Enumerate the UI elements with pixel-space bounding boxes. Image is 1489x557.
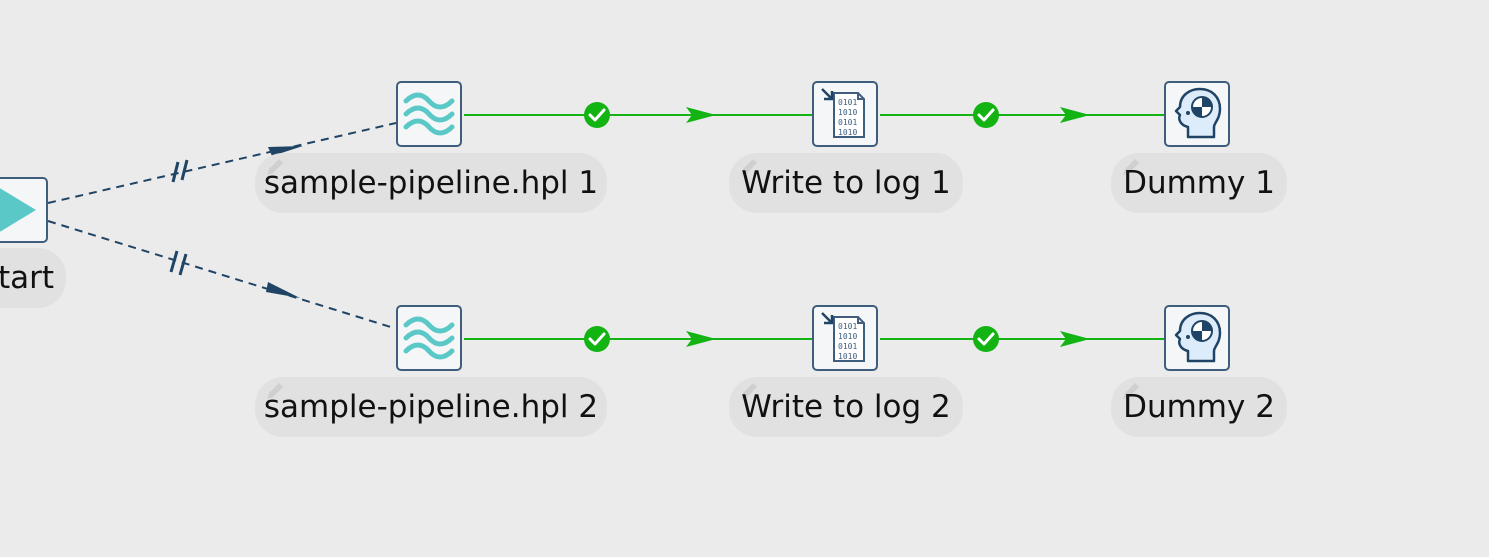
dummy-head-icon (1174, 87, 1222, 139)
action-pipeline-1[interactable] (396, 81, 462, 147)
success-check-icon (973, 102, 999, 128)
action-name: Write to log 2 (741, 389, 951, 425)
action-write-to-log-1[interactable]: 0101 1010 0101 1010 (812, 81, 878, 147)
pipeline-waves-icon (403, 92, 455, 136)
action-label-start[interactable]: tart (0, 248, 66, 308)
action-dummy-1[interactable] (1164, 81, 1230, 147)
hop-arrowhead-icon (266, 282, 300, 298)
hop-arrowhead-icon (1060, 331, 1090, 347)
action-label-write-to-log-2[interactable]: Write to log 2 (729, 377, 963, 437)
hop-arrowhead-icon (686, 331, 716, 347)
edit-pencil-icon (741, 159, 757, 175)
action-start[interactable] (0, 177, 48, 243)
action-label-dummy-1[interactable]: Dummy 1 (1111, 153, 1287, 213)
success-check-icon (584, 326, 610, 352)
edit-pencil-icon (1123, 383, 1139, 399)
svg-text:1010: 1010 (838, 352, 857, 361)
action-label-pipeline-1[interactable]: sample-pipeline.hpl 1 (255, 153, 607, 213)
svg-text:0101: 0101 (838, 322, 857, 331)
dummy-head-icon (1174, 311, 1222, 363)
action-name: Dummy 1 (1123, 165, 1275, 201)
edit-pencil-icon (741, 383, 757, 399)
success-check-icon (584, 102, 610, 128)
edit-pencil-icon (267, 383, 283, 399)
hop-write-to-log-2-to-dummy-2[interactable] (880, 326, 1164, 352)
svg-text:1010: 1010 (838, 332, 857, 341)
hop-start-to-pipeline-2[interactable] (47, 220, 395, 329)
pipeline-waves-icon (403, 316, 455, 360)
success-check-icon (973, 326, 999, 352)
svg-text:1010: 1010 (838, 128, 857, 137)
write-to-log-icon: 0101 1010 0101 1010 (821, 88, 865, 138)
svg-text:0101: 0101 (838, 98, 857, 107)
hop-pipeline-2-to-write-to-log-2[interactable] (464, 326, 812, 352)
hop-pipeline-1-to-write-to-log-1[interactable] (464, 102, 812, 128)
svg-text:0101: 0101 (838, 342, 857, 351)
action-dummy-2[interactable] (1164, 305, 1230, 371)
parallel-hop-marker-icon (169, 250, 188, 276)
action-name: Dummy 2 (1123, 389, 1275, 425)
action-name: sample-pipeline.hpl 1 (263, 165, 599, 201)
hop-arrowhead-icon (1060, 107, 1090, 123)
hop-write-to-log-1-to-dummy-1[interactable] (880, 102, 1164, 128)
edit-pencil-icon (267, 159, 283, 175)
action-name: Write to log 1 (741, 165, 951, 201)
edit-pencil-icon (1123, 159, 1139, 175)
action-label-pipeline-2[interactable]: sample-pipeline.hpl 2 (255, 377, 607, 437)
hop-arrowhead-icon (686, 107, 716, 123)
svg-text:1010: 1010 (838, 108, 857, 117)
action-label-dummy-2[interactable]: Dummy 2 (1111, 377, 1287, 437)
action-write-to-log-2[interactable]: 0101 1010 0101 1010 (812, 305, 878, 371)
parallel-hop-marker-icon (171, 159, 189, 183)
action-label-write-to-log-1[interactable]: Write to log 1 (729, 153, 963, 213)
action-name: tart (0, 260, 54, 296)
action-name: sample-pipeline.hpl 2 (263, 389, 599, 425)
action-pipeline-2[interactable] (396, 305, 462, 371)
start-triangle-icon (0, 188, 36, 232)
svg-text:0101: 0101 (838, 118, 857, 127)
write-to-log-icon: 0101 1010 0101 1010 (821, 312, 865, 362)
